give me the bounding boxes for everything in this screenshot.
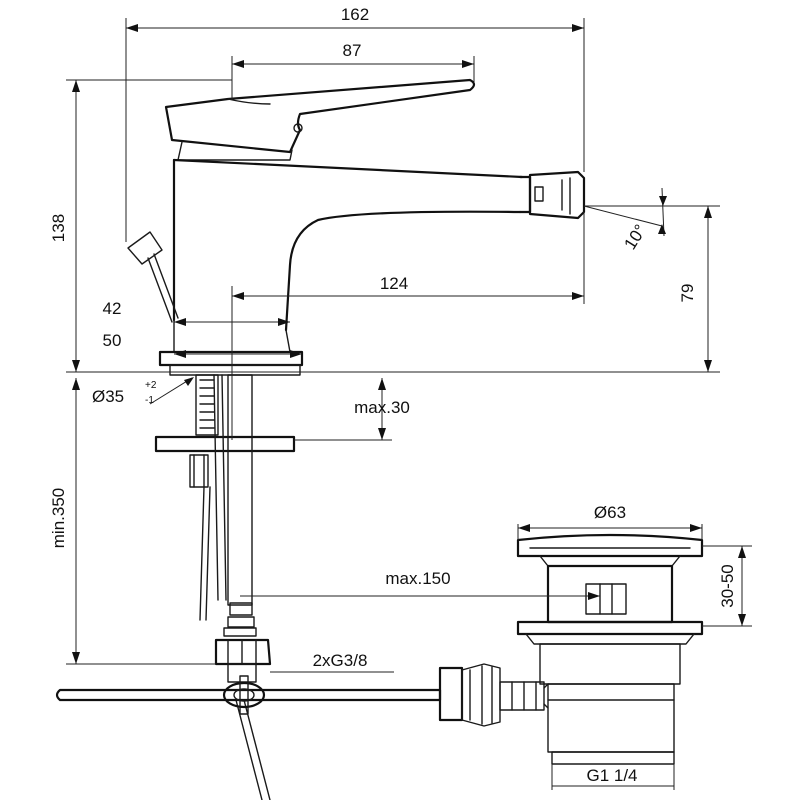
label-rod-length: max.150 xyxy=(385,569,450,588)
label-connections: 2xG3/8 xyxy=(313,651,368,670)
label-deck-thickness: max.30 xyxy=(354,398,410,417)
label-overall-width: 162 xyxy=(341,5,369,24)
label-hose-length: min.350 xyxy=(49,488,68,548)
label-hole-tol-minus: -1 xyxy=(145,395,154,406)
label-waste-range: 30-50 xyxy=(718,564,737,607)
label-depth-b: 50 xyxy=(103,331,122,350)
dimension-labels: 162 87 138 124 79 10° 42 50 Ø35 +2 -1 ma… xyxy=(49,5,737,785)
waste-assembly xyxy=(438,533,704,765)
label-spout-angle: 10° xyxy=(620,221,650,253)
label-waste-thread: G1 1/4 xyxy=(586,766,637,785)
label-spout-height: 79 xyxy=(678,284,697,303)
pop-up-rod xyxy=(55,675,442,715)
label-hole-diameter: Ø35 xyxy=(92,387,124,406)
faucet-body xyxy=(127,78,586,376)
label-overall-height: 138 xyxy=(49,214,68,242)
label-lever-width: 87 xyxy=(343,41,362,60)
under-deck-assembly xyxy=(154,374,296,800)
dimensions xyxy=(66,18,752,790)
label-spout-reach: 124 xyxy=(380,274,408,293)
label-depth-a: 42 xyxy=(103,299,122,318)
label-waste-diameter: Ø63 xyxy=(594,503,626,522)
label-hole-tol-plus: +2 xyxy=(145,380,157,391)
